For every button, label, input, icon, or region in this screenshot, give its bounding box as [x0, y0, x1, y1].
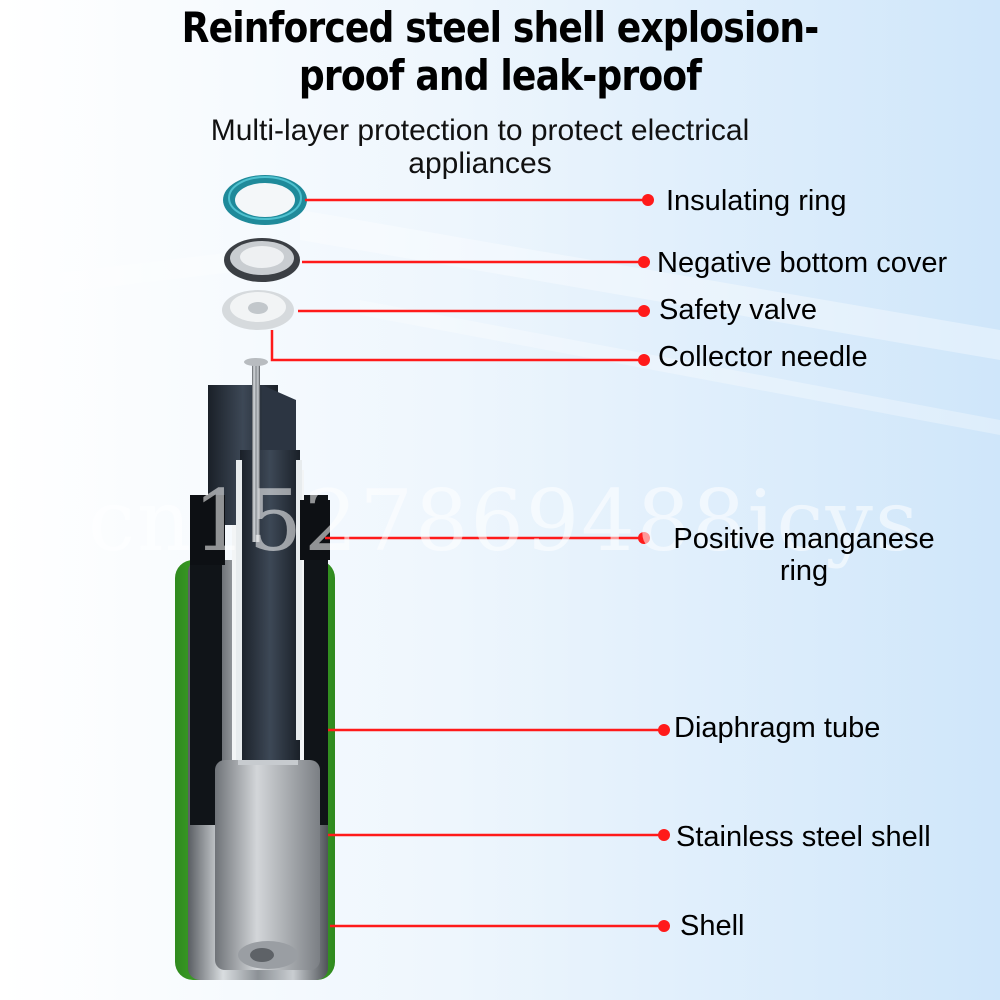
label-negative-bottom-cover: Negative bottom cover: [657, 247, 947, 279]
label-safety-valve: Safety valve: [659, 294, 817, 326]
label-positive-manganese-ring-line-2: ring: [656, 555, 952, 587]
insulating-ring-part: [223, 175, 307, 225]
label-diaphragm-tube: Diaphragm tube: [674, 712, 880, 744]
negative-bottom-cover-part: [224, 238, 300, 282]
safety-valve-part: [222, 290, 294, 330]
label-collector-needle: Collector needle: [658, 341, 868, 373]
label-positive-manganese-ring-line-1: Positive manganese: [656, 523, 952, 555]
label-shell: Shell: [680, 910, 745, 942]
label-positive-manganese-ring: Positive manganese ring: [656, 523, 952, 587]
label-insulating-ring: Insulating ring: [666, 185, 847, 217]
label-stainless-steel-shell: Stainless steel shell: [676, 821, 931, 853]
